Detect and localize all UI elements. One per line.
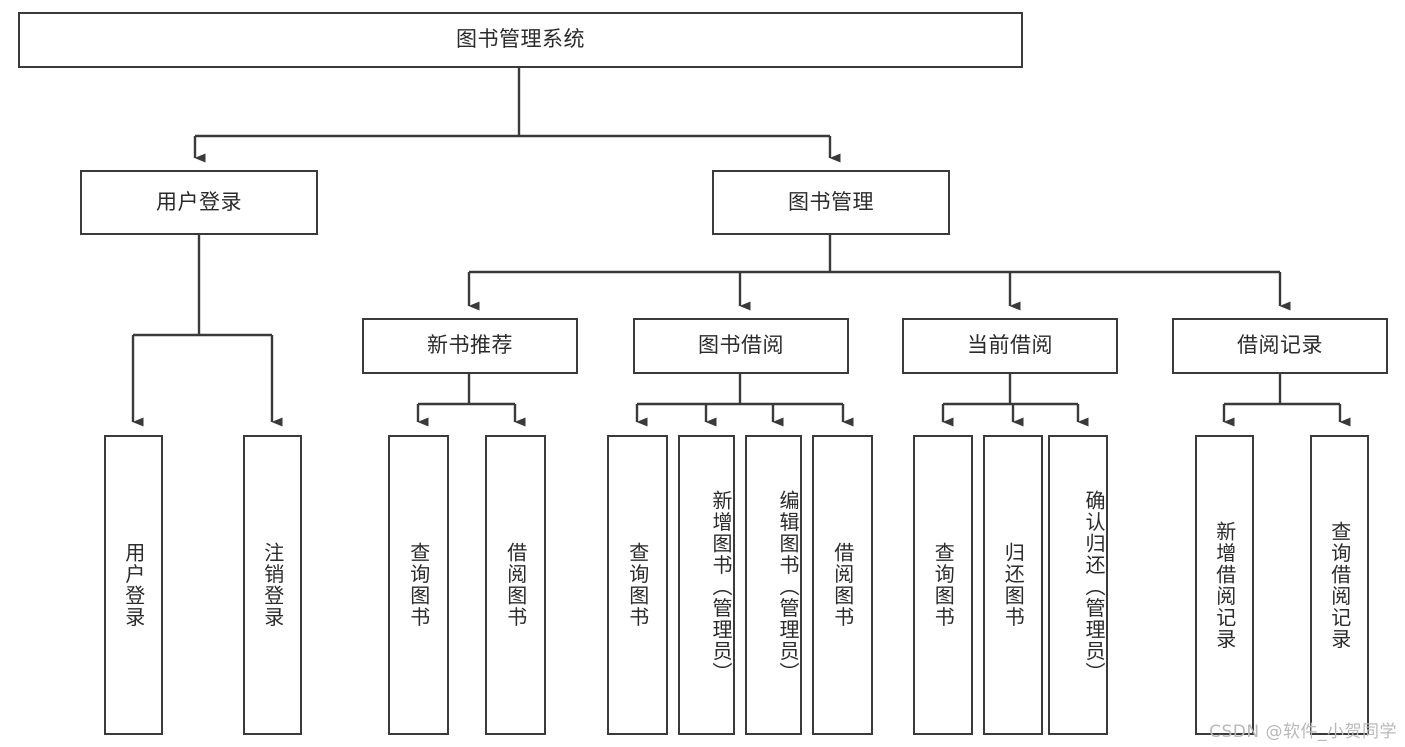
node-label: 查询图书 <box>625 542 650 628</box>
node-label: 新增图书（管理员） <box>709 490 733 684</box>
node-label: 用户登录 <box>156 189 242 214</box>
node-label: 新书推荐 <box>427 333 513 358</box>
leaf-query-book-current[interactable]: 查询图书 <box>913 435 973 735</box>
node-label: 新增借阅记录 <box>1212 520 1237 650</box>
node-user-login[interactable]: 用户登录 <box>80 170 318 235</box>
leaf-user-login[interactable]: 用户登录 <box>104 435 163 735</box>
node-label: 图书管理系统 <box>456 27 585 52</box>
node-label: 图书管理 <box>788 189 874 214</box>
node-label: 借阅图书 <box>830 542 855 628</box>
leaf-add-book[interactable]: 新增图书（管理员） <box>678 435 735 735</box>
node-label: 用户登录 <box>121 542 146 628</box>
node-book-management[interactable]: 图书管理 <box>712 170 950 235</box>
node-label: 编辑图书（管理员） <box>776 490 800 684</box>
node-label: 查询图书 <box>406 542 431 628</box>
leaf-borrow-book-recommend[interactable]: 借阅图书 <box>485 435 546 735</box>
node-label: 归还图书 <box>1001 542 1026 628</box>
leaf-query-book-recommend[interactable]: 查询图书 <box>388 435 449 735</box>
node-current-borrow[interactable]: 当前借阅 <box>902 318 1118 374</box>
csdn-watermark: CSDN @软件_小贺同学 <box>1209 722 1397 742</box>
node-label: 借阅图书 <box>503 542 528 628</box>
node-label: 借阅记录 <box>1237 333 1323 358</box>
node-label: 查询图书 <box>931 542 956 628</box>
leaf-user-logout[interactable]: 注销登录 <box>243 435 302 735</box>
node-label: 图书借阅 <box>698 333 784 358</box>
node-new-book-recommend[interactable]: 新书推荐 <box>362 318 578 374</box>
leaf-query-borrow-record[interactable]: 查询借阅记录 <box>1310 435 1369 735</box>
node-book-borrow[interactable]: 图书借阅 <box>633 318 849 374</box>
node-label: 确认归还（管理员） <box>1082 490 1106 684</box>
leaf-query-book-borrow[interactable]: 查询图书 <box>607 435 668 735</box>
node-root-system[interactable]: 图书管理系统 <box>18 12 1023 68</box>
leaf-add-borrow-record[interactable]: 新增借阅记录 <box>1195 435 1254 735</box>
node-label: 当前借阅 <box>967 333 1053 358</box>
node-label: 查询借阅记录 <box>1327 520 1352 650</box>
node-borrow-record[interactable]: 借阅记录 <box>1172 318 1388 374</box>
leaf-borrow-book-borrow[interactable]: 借阅图书 <box>812 435 873 735</box>
leaf-confirm-return[interactable]: 确认归还（管理员） <box>1048 435 1108 735</box>
leaf-return-book[interactable]: 归还图书 <box>983 435 1043 735</box>
node-label: 注销登录 <box>260 542 285 628</box>
leaf-edit-book[interactable]: 编辑图书（管理员） <box>745 435 802 735</box>
